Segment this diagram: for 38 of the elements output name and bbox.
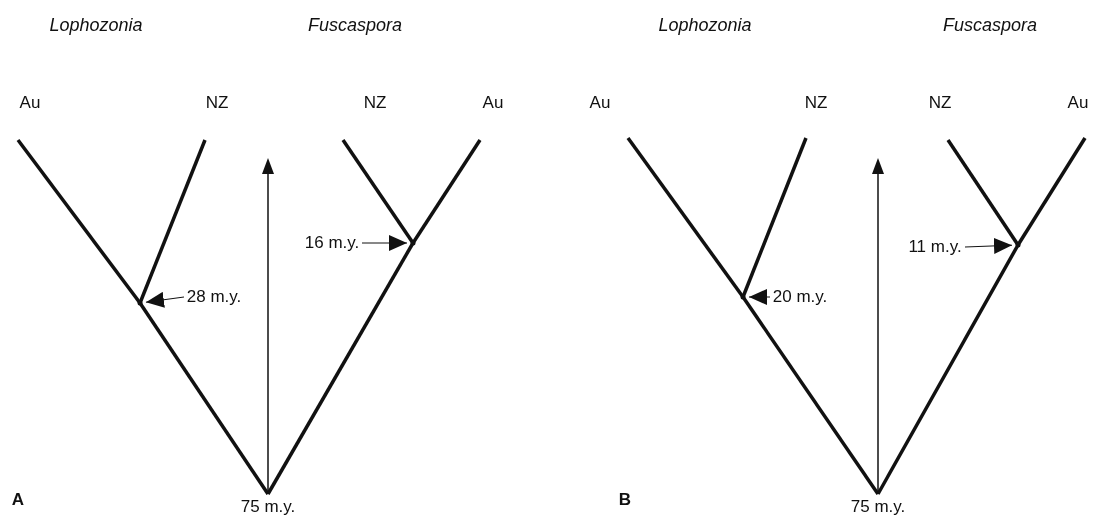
arrow <box>361 235 408 251</box>
genus-label: Fuscaspora <box>308 14 402 36</box>
tree-branch <box>411 139 482 244</box>
node-label: 75 m.y. <box>850 497 906 517</box>
node-label: 28 m.y. <box>186 287 242 307</box>
genus-label: Fuscaspora <box>943 14 1037 36</box>
genus-label: Lophozonia <box>658 14 752 36</box>
tree-branch <box>138 302 270 495</box>
node-label: 75 m.y. <box>240 497 296 517</box>
node-label: Au <box>19 93 41 113</box>
node-label: NZ <box>363 93 387 113</box>
node-label: 16 m.y. <box>304 233 360 253</box>
tree-branch <box>266 242 415 495</box>
panel-letter: B <box>618 490 632 510</box>
tree-branch <box>741 296 880 495</box>
tree-branch <box>1016 137 1087 246</box>
arrow <box>964 237 1013 254</box>
node-label: 11 m.y. <box>908 237 962 257</box>
branch-point <box>740 294 746 300</box>
node-label: Au <box>482 93 504 113</box>
arrow <box>145 291 185 308</box>
tree-branch <box>341 139 415 244</box>
branch-point <box>137 300 143 306</box>
panel-letter: A <box>11 490 25 510</box>
genus-label: Lophozonia <box>49 14 143 36</box>
node-label: NZ <box>804 93 828 113</box>
tree-branch <box>138 139 207 304</box>
node-label: 20 m.y. <box>772 287 828 307</box>
tree-branch <box>741 137 808 298</box>
tree-branch <box>946 139 1020 246</box>
node-label: NZ <box>928 93 952 113</box>
tree-branch <box>876 244 1020 495</box>
branch-point <box>1015 242 1021 248</box>
node-label: Au <box>1067 93 1089 113</box>
node-label: Au <box>589 93 611 113</box>
arrow <box>748 289 771 305</box>
node-label: NZ <box>205 93 229 113</box>
branch-point <box>410 240 416 246</box>
